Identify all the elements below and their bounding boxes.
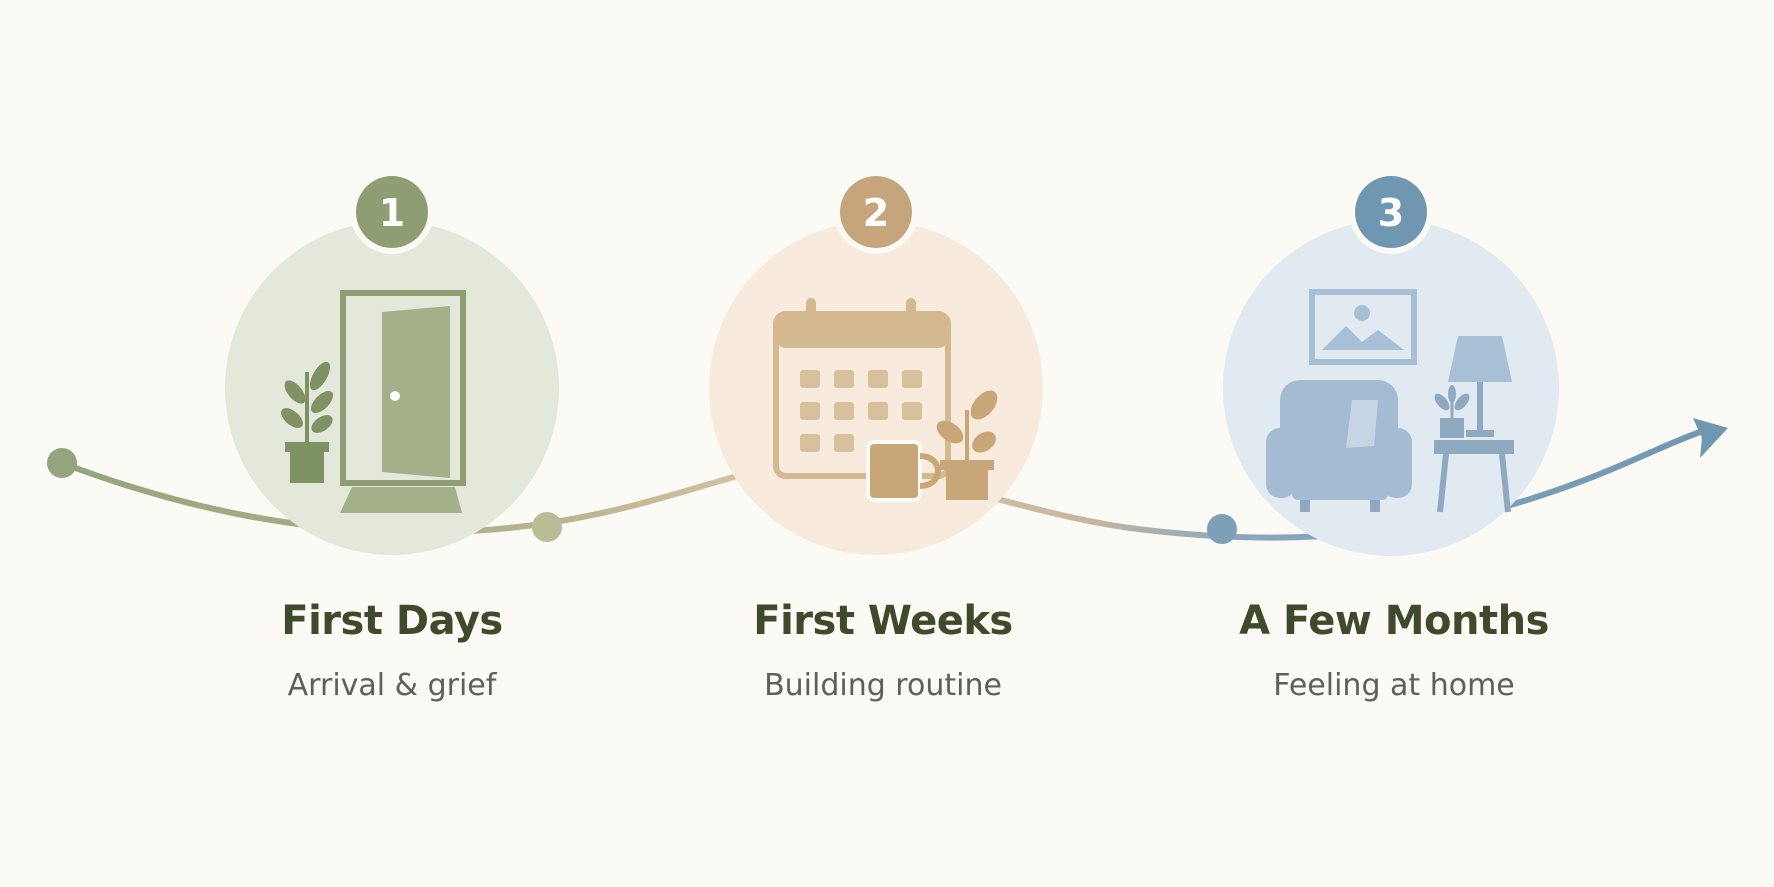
stage-3-badge	[1355, 176, 1427, 248]
stage-3: 3	[1223, 170, 1559, 556]
stage-2-badge	[840, 176, 912, 248]
stage-1-badge	[356, 176, 428, 248]
stage-3-number: 3	[1378, 191, 1404, 235]
living-room-icon	[1266, 289, 1514, 513]
timeline-dot-1	[532, 512, 562, 542]
stage-3-title: A Few Months	[1239, 598, 1549, 644]
stage-2-number: 2	[863, 191, 889, 235]
timeline-dot-2	[1207, 514, 1237, 544]
open-door-icon	[281, 290, 466, 513]
stage-1: 1	[225, 170, 559, 555]
stage-2-title: First Weeks	[753, 598, 1013, 644]
stage-1-subtitle: Arrival & grief	[287, 668, 497, 703]
timeline-dot-start	[47, 448, 77, 478]
calendar-mug-icon	[773, 298, 998, 502]
stage-3-subtitle: Feeling at home	[1273, 668, 1515, 703]
arrow-head-icon	[1693, 418, 1728, 458]
stage-2-subtitle: Building routine	[764, 668, 1002, 703]
stage-1-title: First Days	[281, 598, 503, 644]
stage-2: 2	[709, 170, 1043, 555]
stage-1-number: 1	[379, 191, 405, 235]
